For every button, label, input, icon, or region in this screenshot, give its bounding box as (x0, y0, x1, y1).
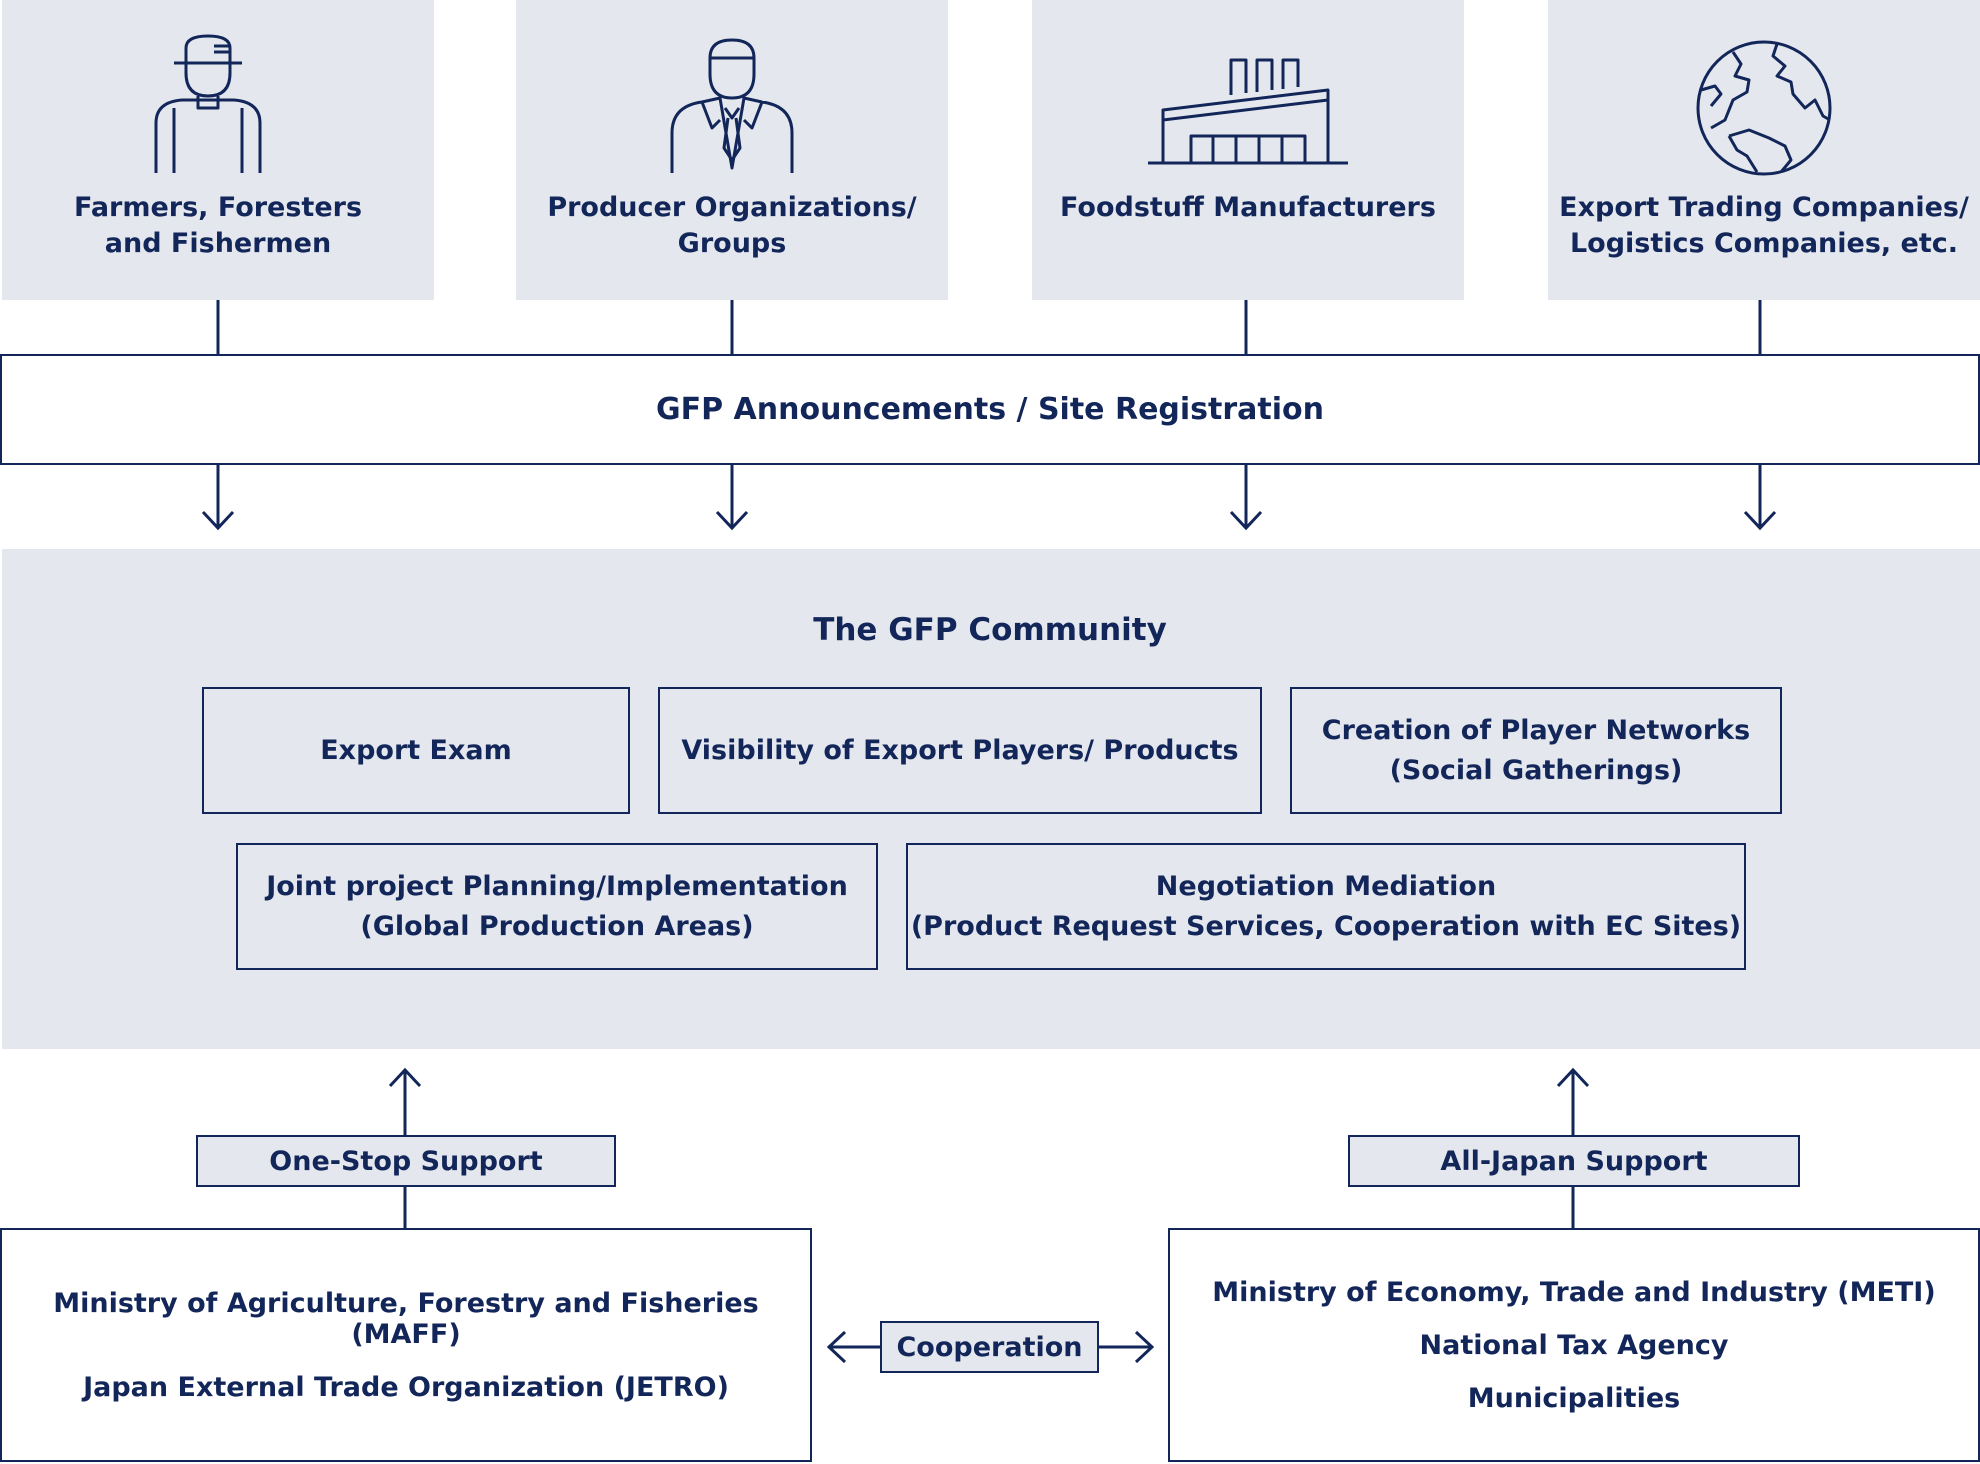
actor-label: Export Trading Companies/ Logistics Comp… (1559, 192, 1969, 259)
up-arrow (1556, 1067, 1590, 1136)
org-box-meti-nta-municipalities: Ministry of Economy, Trade and Industry … (1168, 1228, 1980, 1462)
actor-label: Farmers, Foresters and Fishermen (73, 192, 363, 259)
one-stop-support-label: One-Stop Support (269, 1145, 543, 1177)
org-meti: Ministry of Economy, Trade and Industry … (1212, 1276, 1936, 1308)
actor-label: Foodstuff Manufacturers (1060, 192, 1436, 223)
one-stop-support-tag: One-Stop Support (196, 1135, 616, 1187)
actor-foodstuff-manufacturers: Foodstuff Manufacturers (1032, 0, 1464, 300)
gfp-community-panel (2, 549, 1980, 1049)
actor-export-trading-companies: Export Trading Companies/ Logistics Comp… (1548, 0, 1980, 300)
down-arrow (1743, 465, 1777, 531)
actor-farmers: Farmers, Foresters and Fishermen (2, 0, 434, 300)
up-arrow (388, 1067, 422, 1136)
all-japan-support-tag: All-Japan Support (1348, 1135, 1800, 1187)
globe-icon (1689, 28, 1839, 182)
farmer-icon (148, 28, 288, 182)
service-visibility: Visibility of Export Players/ Products (658, 687, 1262, 814)
businessman-icon (662, 28, 802, 182)
cooperation-arrow (826, 1330, 1155, 1364)
down-arrow (1229, 465, 1263, 531)
org-box-maff-jetro: Ministry of Agriculture, Forestry and Fi… (0, 1228, 812, 1462)
org-national-tax-agency: National Tax Agency (1419, 1329, 1729, 1361)
registration-bar-label: GFP Announcements / Site Registration (656, 392, 1324, 427)
service-joint-project: Joint project Planning/Implementation (G… (236, 843, 878, 970)
all-japan-support-label: All-Japan Support (1440, 1145, 1708, 1177)
factory-icon (1143, 28, 1353, 182)
org-jetro: Japan External Trade Organization (JETRO… (83, 1371, 729, 1403)
cooperation-label: Cooperation (896, 1331, 1083, 1363)
registration-bar: GFP Announcements / Site Registration (0, 354, 1980, 465)
community-title: The GFP Community (813, 612, 1167, 648)
down-arrow (201, 465, 235, 531)
actor-label: Producer Organizations/ Groups (547, 192, 917, 259)
service-negotiation-mediation: Negotiation Mediation (Product Request S… (906, 843, 1746, 970)
service-player-networks: Creation of Player Networks (Social Gath… (1290, 687, 1782, 814)
actor-producer-organizations: Producer Organizations/ Groups (516, 0, 948, 300)
service-export-exam: Export Exam (202, 687, 630, 814)
org-maff: Ministry of Agriculture, Forestry and Fi… (53, 1287, 759, 1350)
down-arrow (715, 465, 749, 531)
org-municipalities: Municipalities (1467, 1382, 1681, 1414)
cooperation-tag: Cooperation (880, 1321, 1099, 1373)
